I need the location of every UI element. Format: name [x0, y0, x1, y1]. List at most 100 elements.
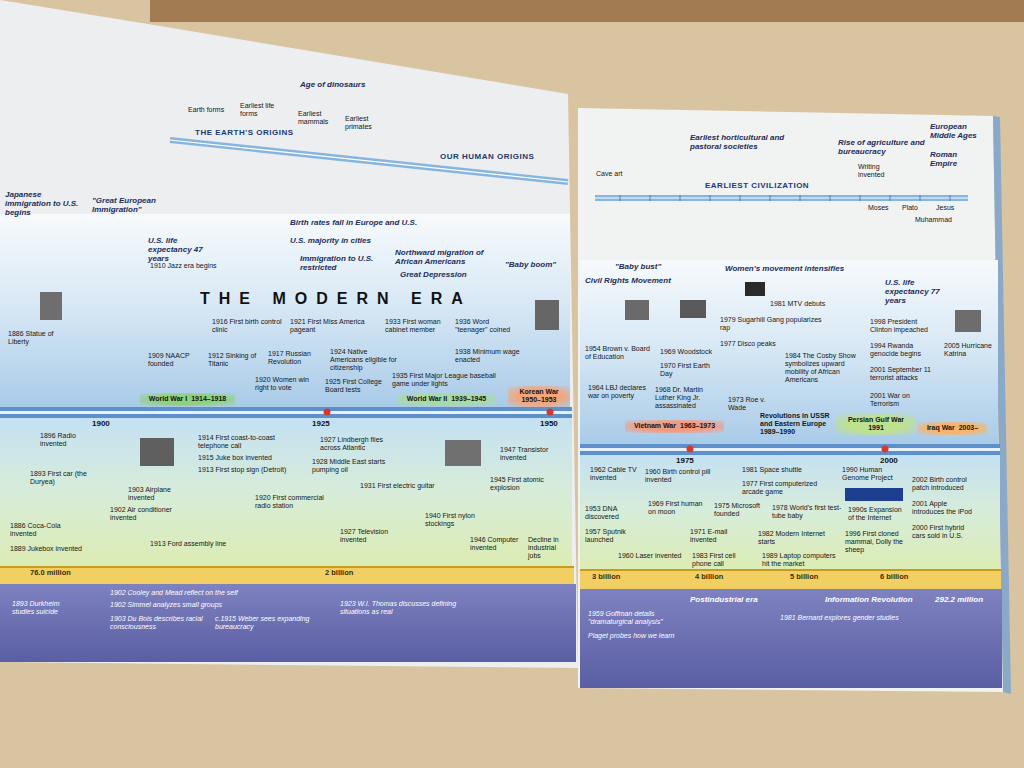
event-label: 1925 First College Board tests: [325, 378, 387, 394]
war-years: 1939–1945: [451, 395, 486, 403]
event-label: Cave art: [596, 170, 636, 178]
event-label: 1983 First cell phone call: [692, 552, 754, 568]
event-label: 1984 The Cosby Show symbolizes upward mo…: [785, 352, 865, 384]
event-label: 1971 E-mail invented: [690, 528, 752, 544]
war-period: Vietnam War1963–1973: [625, 420, 724, 433]
event-label: 1968 Dr. Martin Luther King Jr. assassin…: [655, 386, 723, 410]
sociology-note: 1903 Du Bois describes racial consciousn…: [110, 615, 210, 631]
population-line: [0, 566, 574, 568]
population-label: 76.0 million: [30, 569, 71, 578]
event-label: 1969 First human on moon: [648, 500, 710, 516]
era-band: [0, 214, 570, 407]
timeline-dot: [547, 409, 554, 416]
timeline-tick: [680, 195, 681, 201]
event-label: 1921 First Miss America pageant: [290, 318, 375, 334]
sociology-note: 1959 Goffman details "dramaturgical anal…: [588, 610, 688, 626]
timeline-tick: [740, 195, 741, 201]
era-band: [580, 260, 998, 444]
photo-thumbnail: [955, 310, 981, 332]
year-label: 1900: [92, 419, 110, 428]
event-label: 1946 Computer invented: [470, 536, 522, 552]
year-label: 1925: [312, 419, 330, 428]
era-title: THE MODERN ERA: [200, 290, 472, 308]
event-label: 1947 Transistor invented: [500, 446, 562, 462]
event-label: 1924 Native Americans eligible for citiz…: [330, 348, 400, 372]
event-label: Earliest mammals: [298, 110, 340, 126]
sociology-note: c.1915 Weber sees expanding bureaucracy: [215, 615, 330, 631]
event-label: Plato: [902, 204, 932, 212]
event-label: 1889 Jukebox invented: [10, 545, 82, 553]
era-heading: Northward migration of African Americans: [395, 248, 500, 266]
era-heading: Roman Empire: [930, 150, 985, 168]
era-label: Postindustrial era: [690, 595, 758, 604]
war-period: World War II 1939–1945: [398, 393, 495, 406]
event-label: 1953 DNA discovered: [585, 505, 633, 521]
era-heading: Japanese immigration to U.S. begins: [5, 190, 85, 218]
event-label: 1910 Jazz era begins: [150, 262, 235, 270]
timeline-tick: [800, 195, 801, 201]
logo-thumbnail: [845, 488, 903, 501]
timeline-bar: [0, 407, 572, 418]
sociology-note: 1902 Simmel analyzes small groups: [110, 601, 310, 609]
event-label: 2005 Hurricane Katrina: [944, 342, 992, 358]
event-label: 1996 First cloned mammal, Dolly the shee…: [845, 530, 907, 554]
left-page: [0, 0, 578, 668]
event-label: 1903 Airplane invented: [128, 486, 190, 502]
event-label: 1909 NAACP founded: [148, 352, 203, 368]
event-label: 1913 Ford assembly line: [150, 540, 240, 548]
era-heading: U.S. life expectancy 77 years: [885, 278, 950, 306]
right-page: [578, 108, 1003, 692]
year-label: 1975: [676, 456, 694, 465]
timeline-tick: [890, 195, 891, 201]
war-name: Persian Gulf War: [848, 416, 904, 424]
war-name: World War II: [407, 395, 447, 403]
event-label: 1994 Rwanda genocide begins: [870, 342, 940, 358]
timeline-stripe: [595, 197, 968, 198]
event-label: 1982 Modern Internet starts: [758, 530, 836, 546]
era-heading: "Baby bust": [615, 262, 675, 271]
timeline-bar: [595, 195, 968, 201]
event-label: 2001 Apple introduces the iPod: [912, 500, 974, 516]
event-label: 2000 First hybrid cars sold in U.S.: [912, 524, 974, 540]
timeline-tick: [860, 195, 861, 201]
event-label: Decline in industrial jobs: [528, 536, 570, 560]
event-label: 2001 War on Terrorism: [870, 392, 940, 408]
event-label: 1896 Radio invented: [40, 432, 98, 448]
timeline-tick: [710, 195, 711, 201]
wood-floor: [150, 0, 1024, 22]
sociology-band: [580, 589, 1002, 688]
event-label: Writing invented: [858, 163, 908, 179]
timeline-tick: [920, 195, 921, 201]
event-label: 1981 MTV debuts: [770, 300, 830, 308]
event-label: Earth forms: [188, 106, 236, 114]
era-heading: Age of dinosaurs: [300, 80, 390, 89]
war-name: World War I: [149, 395, 188, 403]
event-label: Jesus: [936, 204, 966, 212]
timeline-bar: [170, 140, 568, 182]
event-label: 1960 Laser invented: [618, 552, 686, 560]
era-heading: "Great European Immigration": [92, 196, 167, 214]
event-label: 1938 Minimum wage enacted: [455, 348, 520, 364]
photo-thumbnail: [140, 438, 174, 466]
event-label: 1936 Word "teenager" coined: [455, 318, 517, 334]
event-label: 1914 First coast-to-coast telephone call: [198, 434, 288, 450]
event-label: 1902 Air conditioner invented: [110, 506, 192, 522]
event-label: 1920 Women win right to vote: [255, 376, 320, 392]
event-label: 1916 First birth control clinic: [212, 318, 282, 334]
timeline-title: OUR HUMAN ORIGINS: [440, 152, 534, 161]
era-label: 292.2 million: [935, 595, 983, 604]
photo-thumbnail: [40, 292, 62, 320]
era-heading: Immigration to U.S. restricted: [300, 254, 385, 272]
year-label: 1950: [540, 419, 558, 428]
war-period: Korean War1950–1953: [508, 386, 570, 407]
event-label: 2002 Birth control patch introduced: [912, 476, 974, 492]
era-heading: U.S. majority in cities: [290, 236, 400, 245]
photo-thumbnail: [535, 300, 559, 330]
photo-thumbnail: [625, 300, 649, 320]
era-heading: Birth rates fall in Europe and U.S.: [290, 218, 470, 227]
event-label: 2001 September 11 terrorist attacks: [870, 366, 940, 382]
population-label: 3 billion: [592, 573, 620, 582]
timeline-tick: [830, 195, 831, 201]
